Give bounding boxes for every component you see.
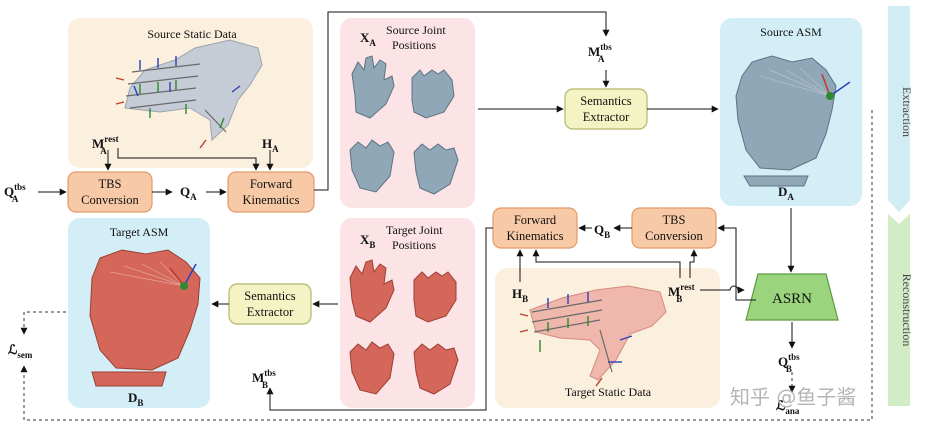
source-asm-hand-image	[735, 55, 851, 187]
source-joint-title-1: Source Joint	[386, 23, 446, 37]
target-asm-hand-image	[89, 249, 201, 387]
target-joint-title-1: Target Joint	[386, 223, 443, 237]
target-static-hand-image	[519, 285, 667, 387]
symbol-h-b: HB	[512, 286, 528, 304]
symbol-l-sem: ℒsem	[8, 342, 33, 360]
reconstruction-band	[888, 214, 910, 406]
source-static-hand-image	[115, 39, 263, 149]
symbol-h-a: HA	[262, 136, 279, 154]
asrn-block	[745, 273, 839, 321]
extraction-label: Extraction	[900, 87, 914, 137]
forward-kinematics-top-line2: Kinematics	[243, 193, 300, 207]
semantics-extractor-top-line1: Semantics	[580, 94, 632, 108]
target-static-title: Target Static Data	[565, 385, 652, 399]
symbol-x-b: XB	[360, 232, 375, 250]
source-joint-title-2: Positions	[392, 38, 436, 52]
extraction-band	[888, 6, 910, 212]
asrn-label: ASRN	[772, 291, 812, 307]
tbs-conversion-bottom-line2: Conversion	[645, 229, 703, 243]
target-joint-hands-image	[349, 259, 459, 395]
semantics-extractor-bottom-line1: Semantics	[244, 289, 296, 303]
source-static-title: Source Static Data	[147, 27, 237, 41]
forward-kinematics-bottom-line2: Kinematics	[507, 229, 564, 243]
tbs-conversion-top-line2: Conversion	[81, 193, 139, 207]
symbol-d-b: DB	[128, 390, 143, 408]
forward-kinematics-bottom-line1: Forward	[514, 213, 557, 227]
symbol-l-ana: ℒana	[776, 398, 800, 416]
reconstruction-label: Reconstruction	[900, 274, 914, 347]
symbol-q-a: QA	[180, 184, 197, 202]
symbol-q-b: QB	[594, 222, 610, 240]
loss-connectors	[20, 110, 873, 421]
forward-kinematics-top-box	[227, 171, 315, 213]
source-asm-title: Source ASM	[760, 25, 822, 39]
target-asm-title: Target ASM	[110, 225, 169, 239]
target-joint-title-2: Positions	[392, 238, 436, 252]
semantics-extractor-bottom-line2: Extractor	[247, 305, 294, 319]
tbs-conversion-bottom-line1: TBS	[663, 213, 686, 227]
tbs-conversion-top-line1: TBS	[99, 177, 122, 191]
symbol-x-a: XA	[360, 30, 376, 48]
forward-kinematics-top-line1: Forward	[250, 177, 293, 191]
source-joint-hands-image	[349, 55, 459, 195]
symbol-d-a: DA	[778, 184, 794, 202]
semantics-extractor-top-line2: Extractor	[583, 110, 630, 124]
watermark: 知乎 @鱼子酱	[730, 385, 856, 409]
connectors	[38, 11, 796, 411]
